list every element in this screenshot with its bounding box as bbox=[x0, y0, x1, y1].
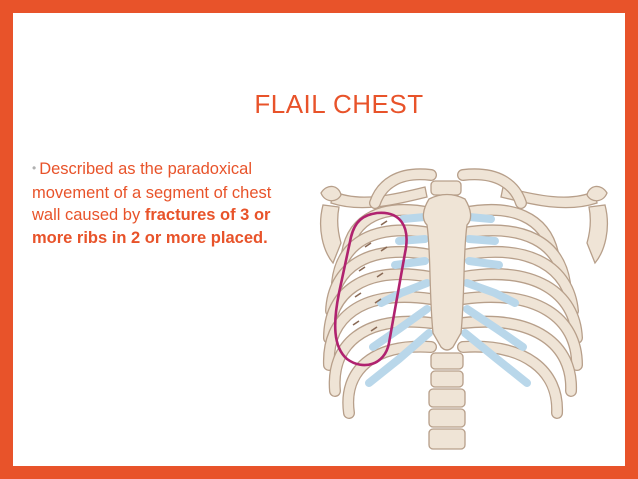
bullet-dot-icon: • bbox=[32, 161, 37, 175]
fracture-marks bbox=[352, 220, 388, 332]
left-ribs bbox=[322, 168, 437, 419]
bullet-point: •Described as the paradoxical movement o… bbox=[32, 158, 297, 249]
costal-cartilage bbox=[365, 213, 531, 387]
bullet-text: Described as the paradoxical movement of… bbox=[32, 160, 272, 224]
left-scapula bbox=[319, 204, 342, 265]
slide-canvas: FLAIL CHEST •Described as the paradoxica… bbox=[13, 13, 625, 466]
right-scapula bbox=[586, 204, 609, 265]
rib-cage-illustration: .bone { fill: #efe4d6; stroke: #b79f8a; … bbox=[319, 168, 609, 450]
right-ribs bbox=[457, 168, 583, 419]
sternum bbox=[422, 193, 472, 351]
flail-segment-highlight bbox=[333, 211, 408, 367]
bullet-text-bold: fractures of 3 or more ribs in 2 or more… bbox=[32, 206, 271, 247]
slide-title: FLAIL CHEST bbox=[254, 89, 424, 119]
